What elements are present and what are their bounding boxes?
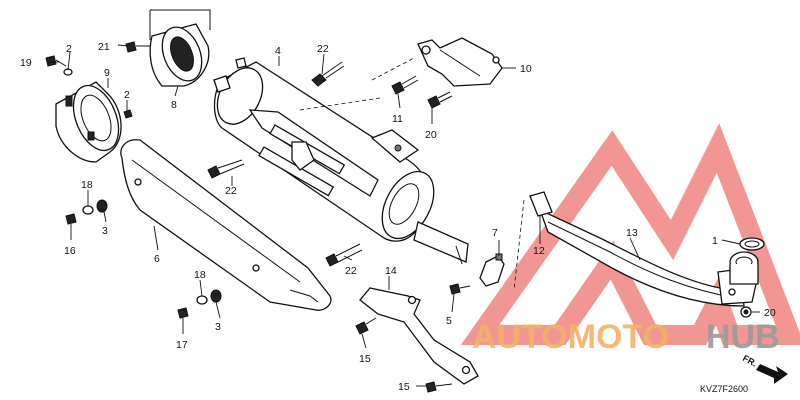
collar-upper [65, 199, 108, 225]
label-20: 20 [425, 129, 437, 141]
end-cap [55, 81, 122, 163]
sensor-protector [479, 253, 505, 287]
nut-17 [740, 306, 752, 318]
label-2-lower: 2 [124, 89, 130, 101]
gasket-11 [529, 191, 553, 217]
label-14-upper: 15 [359, 353, 371, 365]
label-15-upper: 16 [64, 245, 76, 257]
washer-2-lower [123, 109, 133, 119]
label-22-upper: 22 [317, 43, 329, 55]
silencer-body [213, 57, 469, 265]
label-3-upper: 3 [102, 225, 108, 237]
heat-shield [120, 139, 332, 311]
label-2-upper: 2 [66, 43, 72, 55]
label-11: 12 [533, 245, 545, 257]
lower-bracket [359, 287, 479, 385]
label-18-lower: 18 [194, 269, 206, 281]
screw-16 [45, 55, 67, 67]
label-9: 14 [385, 265, 397, 277]
label-1: 1 [712, 235, 718, 247]
exhaust-pipe [538, 208, 759, 307]
label-13: 11 [392, 113, 403, 125]
bolt-21 [449, 283, 471, 295]
direction-indicator: FR. [741, 353, 788, 384]
bolt-22-lower [325, 243, 363, 267]
label-6: 6 [154, 253, 160, 265]
watermark-logo-icon [460, 123, 800, 345]
label-22-lower: 22 [345, 265, 357, 277]
label-16: 19 [20, 57, 32, 69]
diagram-code: KVZ7F2600 [700, 384, 748, 394]
gasket-1 [739, 237, 765, 251]
leader-lines [48, 44, 760, 387]
label-17: 20 [764, 307, 776, 319]
bolt-13 [391, 75, 419, 95]
label-12: 10 [520, 63, 532, 75]
watermark-text: AUTOMOTO HUB [472, 318, 780, 356]
watermark-part1: AUTOMOTO [472, 318, 669, 356]
part-labels: 19 2 9 2 21 8 4 22 10 11 20 22 18 16 3 6… [20, 41, 776, 393]
bolt-14-upper [355, 317, 377, 335]
bolt-22-middle [207, 159, 245, 179]
mounting-bracket [299, 37, 503, 111]
label-22-middle: 22 [225, 185, 237, 197]
label-4: 4 [275, 45, 281, 57]
bolt-20 [427, 91, 453, 109]
watermark-part2: HUB [706, 318, 780, 356]
bolt-14-lower [425, 381, 453, 393]
label-7: 8 [171, 99, 177, 111]
label-15-lower: 17 [176, 339, 188, 351]
label-18-upper: 18 [81, 179, 93, 191]
tail-pipe [149, 9, 211, 87]
label-21: 5 [446, 315, 452, 327]
label-8: 9 [104, 67, 110, 79]
label-19: 21 [98, 41, 110, 53]
label-3-lower: 3 [215, 321, 221, 333]
screw-19 [125, 41, 150, 53]
label-10: 7 [492, 227, 498, 239]
label-5: 13 [626, 227, 638, 239]
bolt-22-upper [311, 61, 345, 87]
collar-lower [177, 289, 222, 319]
arrow-right-icon [756, 364, 788, 384]
label-14-lower: 15 [398, 381, 410, 393]
